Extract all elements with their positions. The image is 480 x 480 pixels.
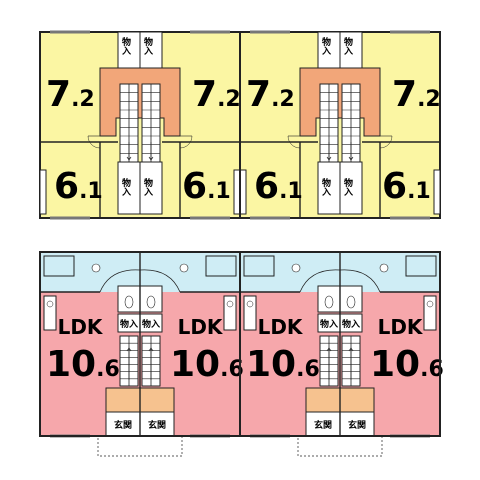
stair-arrow-head [148, 156, 154, 161]
toilet [324, 295, 334, 309]
closet [139, 161, 163, 215]
ldk-label: LDK [178, 315, 224, 339]
room-size-label: 7.2 [246, 74, 295, 115]
closet [139, 31, 163, 69]
stove-burner [246, 300, 254, 308]
washbasin [291, 263, 301, 273]
closet [339, 161, 363, 215]
toilet [146, 295, 156, 309]
ldk-size-label: 10.6 [370, 344, 444, 385]
ldk-label: LDK [378, 315, 424, 339]
ldk-size-label: 10.6 [246, 344, 320, 385]
bathtub [205, 255, 237, 277]
stove-burner [226, 300, 234, 308]
ldk-label: LDK [258, 315, 304, 339]
entrance-label: 玄関 [314, 419, 332, 431]
storage-label: 物入 [142, 318, 160, 330]
door-swing [179, 135, 193, 149]
door [379, 135, 393, 149]
washbasin [91, 263, 101, 273]
door-swing [379, 135, 393, 149]
bathtub [405, 255, 437, 277]
bathtub [243, 255, 275, 277]
ldk-size-label: 10.6 [46, 344, 120, 385]
closet [39, 169, 47, 215]
storage-label: 物入 [320, 318, 338, 330]
washbasin [379, 263, 389, 273]
staircase [141, 83, 161, 163]
toilet [346, 295, 356, 309]
stair-arrow-head [126, 156, 132, 161]
storage-label: 物入 [142, 177, 154, 197]
room-size-label: 6.1 [54, 166, 103, 207]
closet [339, 31, 363, 69]
door [87, 135, 101, 149]
door-swing [287, 135, 301, 149]
room-size-label: 6.1 [182, 166, 231, 207]
storage-label: 物入 [120, 318, 138, 330]
stair-arrow-head [348, 347, 354, 352]
stair-arrow-head [148, 347, 154, 352]
entrance [139, 387, 175, 413]
room-size-label: 7.2 [46, 74, 95, 115]
genkan [339, 411, 375, 437]
room-size-label: 6.1 [254, 166, 303, 207]
storage-label: 物入 [342, 177, 354, 197]
door [287, 135, 301, 149]
storage-label: 物入 [342, 318, 360, 330]
door-swing [87, 135, 101, 149]
bathtub [43, 255, 75, 277]
door [179, 135, 193, 149]
entrance-label: 玄関 [114, 419, 132, 431]
room-size-label: 7.2 [392, 74, 441, 115]
entrance [339, 387, 375, 413]
closet [433, 169, 441, 215]
entrance-label: 玄関 [348, 419, 366, 431]
stair-arrow-head [348, 156, 354, 161]
entrance [105, 387, 141, 413]
room-size-label: 7.2 [192, 74, 241, 115]
ldk-label: LDK [58, 315, 104, 339]
genkan [105, 411, 141, 437]
lower-unit: 物入物入玄関 玄関 LDK LDK 10.6 10.6 [240, 252, 444, 457]
room-size-label: 6.1 [382, 166, 431, 207]
stove-burner [46, 300, 54, 308]
storage-label: 物入 [320, 177, 332, 197]
washbasin [179, 263, 189, 273]
stair-arrow-head [326, 156, 332, 161]
storage-label: 物入 [320, 36, 332, 56]
stove-burner [426, 300, 434, 308]
storage-label: 物入 [120, 36, 132, 56]
stair-arrow-head [126, 347, 132, 352]
entrance-label: 玄関 [148, 419, 166, 431]
stair-arrow-head [326, 347, 332, 352]
storage-label: 物入 [142, 36, 154, 56]
storage-label: 物入 [342, 36, 354, 56]
storage-label: 物入 [120, 177, 132, 197]
ldk-size-label: 10.6 [170, 344, 244, 385]
toilet [124, 295, 134, 309]
staircase [119, 83, 139, 163]
entrance [305, 387, 341, 413]
